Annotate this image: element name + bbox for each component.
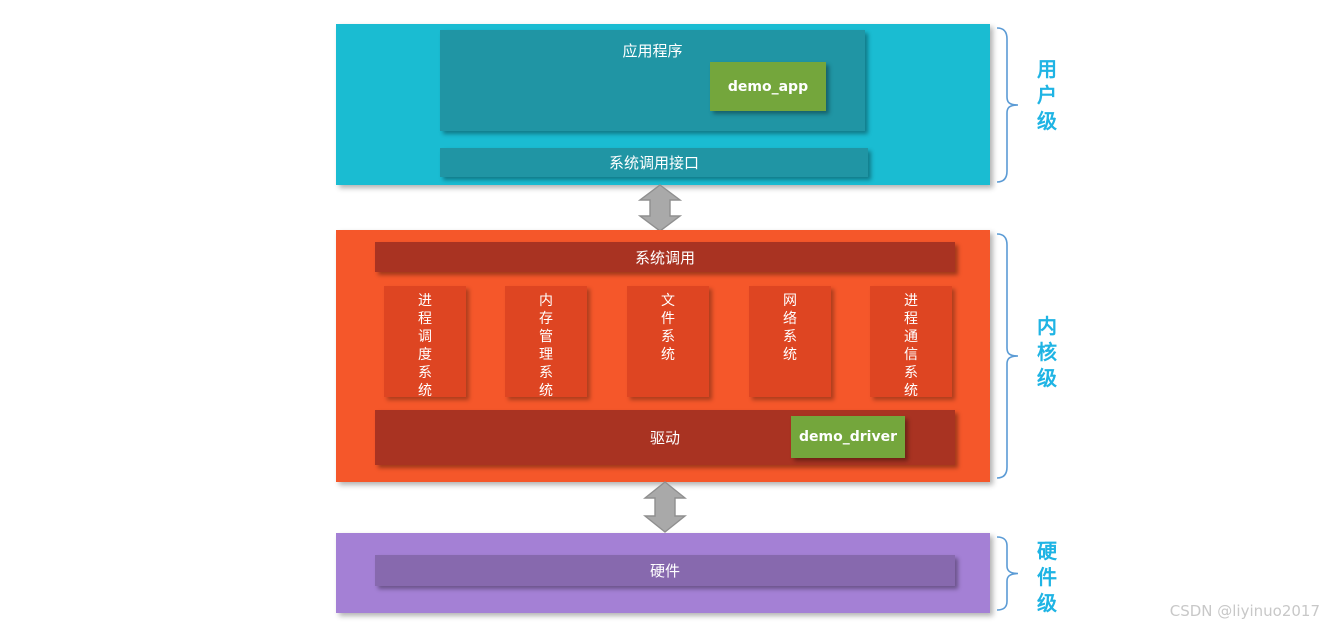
demo-driver-box: demo_driver (791, 416, 905, 458)
kernel-level-label: 内核级 (1037, 314, 1057, 390)
double-arrow-user-kernel-icon (638, 184, 682, 232)
user-level-brace-icon (996, 27, 1019, 183)
demo-app-box: demo_app (710, 62, 826, 111)
syscall-interface-bar: 系统调用接口 (440, 148, 868, 177)
driver-bar-label: 驱动 (649, 429, 680, 447)
hardware-level-section: 硬件 (336, 533, 990, 613)
driver-bar: 驱动 demo_driver (375, 410, 955, 465)
subsystem-ipc-system: 进程通信系统 (870, 286, 952, 399)
kernel-level-section: 系统调用 进程调度系统 内存管理系统 文件系统 网络系统 进程通信系统 驱动 d… (336, 230, 990, 482)
syscall-bar: 系统调用 (375, 242, 955, 272)
watermark: CSDN @liyinuo2017 (1169, 602, 1320, 620)
application-box-title: 应用程序 (622, 42, 683, 60)
double-arrow-kernel-hardware-icon (643, 481, 687, 533)
hardware-level-label: 硬件级 (1037, 539, 1057, 615)
application-box: 应用程序 demo_app (440, 30, 865, 131)
user-level-section: 应用程序 demo_app 系统调用接口 (336, 24, 990, 185)
subsystem-process-scheduling: 进程调度系统 (384, 286, 466, 399)
subsystem-memory-management: 内存管理系统 (505, 286, 587, 399)
hardware-level-brace-icon (996, 536, 1019, 611)
kernel-level-brace-icon (996, 233, 1019, 479)
user-level-label: 用户级 (1037, 57, 1057, 133)
subsystem-network-system: 网络系统 (749, 286, 831, 397)
hardware-bar: 硬件 (375, 555, 955, 586)
subsystem-file-system: 文件系统 (627, 286, 709, 397)
